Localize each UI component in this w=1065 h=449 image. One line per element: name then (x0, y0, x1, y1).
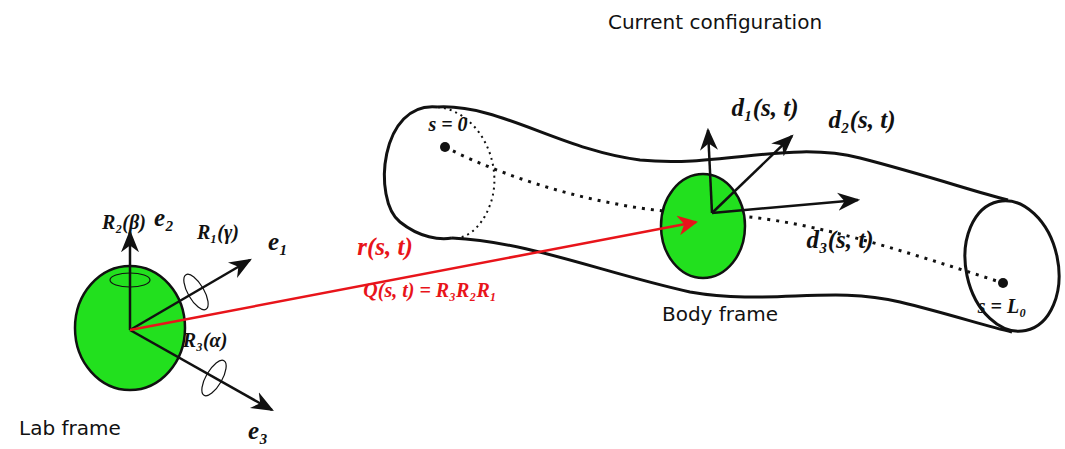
rod-outline (384, 107, 1065, 340)
end-label: s = L₀ (978, 295, 1026, 317)
vector-label: r(s, t) (357, 233, 413, 261)
rotation-label: R₂(β) (102, 211, 146, 233)
director-label: d₁(s, t) (731, 94, 798, 122)
axis-label: e₂ (154, 204, 174, 232)
frame-label: Body frame (662, 303, 778, 325)
frame-label: Lab frame (19, 417, 121, 439)
end-label: s = 0 (428, 113, 467, 135)
end-point (440, 142, 450, 152)
director-label: d₂(s, t) (828, 106, 895, 134)
director-arrows (708, 130, 858, 213)
rotation-symbols (110, 271, 231, 400)
lab-axes (130, 232, 272, 410)
rotation-label: R₁(γ) (197, 221, 239, 243)
heading: Current configuration (608, 11, 822, 33)
end-point (998, 278, 1008, 288)
axis-label: e₃ (248, 418, 268, 446)
axis-label: e₁ (268, 228, 288, 256)
rotation-label: Q(s, t) = R₃R₂R₁ (363, 279, 496, 301)
centerline (445, 147, 1003, 283)
rotation-label: R₃(α) (183, 329, 228, 351)
position-vector (130, 222, 696, 330)
director-label: d₃(s, t) (806, 226, 873, 254)
